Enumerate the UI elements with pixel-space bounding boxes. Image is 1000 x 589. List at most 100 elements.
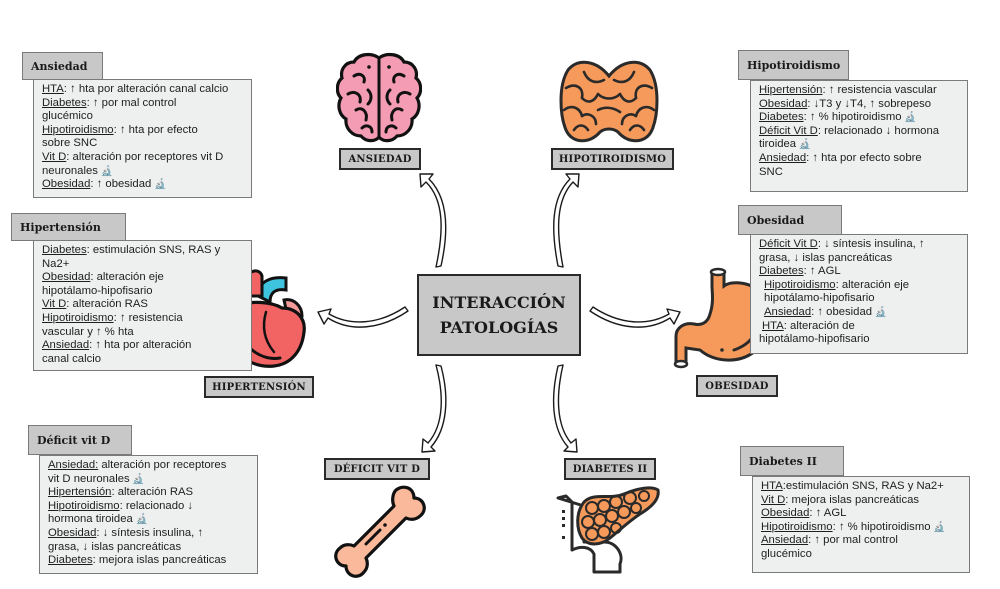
panel-line-text: : alteración por receptores vit D — [66, 150, 224, 163]
panel-line-text: grasa, ↓ islas pancreáticas — [48, 540, 182, 553]
panel-line-text: : ↑ por mal control — [808, 534, 898, 547]
panel-line-text: : ↑ AGL — [803, 265, 841, 278]
microscope-icon: 🔬 — [901, 112, 917, 124]
panel-line-text: : relacionado ↓ — [119, 499, 194, 512]
panel-line-text: : alteración de — [783, 319, 855, 332]
panel-line: HTA: alteración de — [759, 320, 961, 334]
panel-line-text: : ↑ obesidad — [811, 305, 873, 318]
panel-line-key: Diabetes — [759, 111, 804, 124]
label-diabetes-ii: DIABETES II — [564, 458, 656, 480]
panel-line-text: neuronales — [42, 164, 98, 177]
bone-icon — [334, 485, 426, 578]
panel-line-key: Diabetes — [42, 244, 87, 256]
panel-line-text: alteración por receptores — [98, 459, 227, 471]
thyroid-icon — [559, 60, 659, 143]
panel-line-text: : mejora islas pancreáticas — [92, 554, 227, 567]
panel-line: SNC — [759, 166, 961, 180]
panel-line-key: Vit D — [42, 298, 67, 311]
panel-line-key: Ansiedad — [42, 339, 90, 352]
panel-diabetes-title-text: Diabetes II — [749, 454, 817, 468]
panel-line-text: hipotálamo-hipofisario — [42, 284, 153, 297]
panel-line-key: Hipotiroidismo — [48, 499, 120, 512]
panel-line: Hipotiroidismo: relacionado ↓ — [48, 500, 251, 514]
panel-line-key: Hipotiroidismo — [42, 123, 114, 136]
microscope-icon: 🔬 — [930, 521, 946, 533]
panel-line: Hipotiroidismo: alteración eje — [759, 279, 961, 293]
label-obesidad-text: OBESIDAD — [705, 380, 769, 392]
label-ansiedad: ANSIEDAD — [339, 148, 421, 170]
panel-line: Diabetes: ↑ % hipotiroidismo 🔬 — [759, 111, 961, 125]
panel-line: grasa, ↓ islas pancreáticas — [759, 252, 961, 266]
panel-line-key: Diabetes — [42, 96, 87, 109]
panel-line-key: Vit D — [42, 150, 67, 163]
panel-line-key: Diabetes — [48, 554, 93, 567]
arrow-to-hipertension — [317, 306, 409, 328]
central-topic: INTERACCIÓN PATOLOGÍAS — [417, 274, 581, 356]
panel-hipertension-title-text: Hipertensión — [20, 220, 101, 234]
panel-line-key: Ansiedad — [759, 151, 807, 164]
panel-line: Hipotiroidismo: ↑ resistencia — [42, 312, 245, 326]
panel-line-key: Ansiedad: — [48, 459, 99, 471]
panel-line-text: vascular y ↑ % hta — [42, 325, 134, 338]
label-hipotiroidismo: HIPOTIROIDISMO — [551, 148, 674, 170]
panel-line: Obesidad: ↑ AGL — [761, 507, 963, 521]
panel-line-key: Ansiedad — [764, 305, 812, 318]
panel-line-key: Hipertensión — [759, 84, 823, 96]
panel-line: glucémico — [761, 548, 963, 562]
panel-line-text: : alteración RAS — [111, 486, 194, 499]
panel-line-text: hormona tiroidea — [48, 513, 133, 526]
panel-line-key: Hipotiroidismo — [764, 278, 836, 291]
panel-line: sobre SNC — [42, 137, 245, 151]
central-topic-line1: INTERACCIÓN — [432, 293, 566, 312]
panel-line-text: : ↓T3 y ↓T4, ↑ sobrepeso — [807, 97, 932, 110]
panel-line-text: hipotálamo-hipofisario — [759, 333, 870, 346]
panel-line-text: :estimulación SNS, RAS y Na2+ — [782, 480, 944, 492]
panel-line-key: Déficit Vit D — [759, 238, 818, 250]
panel-line-key: Hipotiroidismo — [761, 520, 833, 533]
panel-line: canal calcio — [42, 353, 245, 367]
panel-line: Ansiedad: ↑ por mal control — [761, 534, 963, 548]
panel-line-text: : ↓ síntesis insulina, ↑ — [96, 526, 204, 539]
panel-line: Déficit Vit D: relacionado ↓ hormona — [759, 125, 961, 139]
label-hipertension-text: HIPERTENSIÓN — [212, 381, 306, 393]
arrow-to-deficit — [421, 364, 447, 453]
microscope-icon: 🔬 — [129, 473, 145, 485]
panel-line: hipotálamo-hipofisario — [759, 333, 961, 347]
panel-ansiedad-title-text: Ansiedad — [31, 59, 88, 73]
panel-line-key: Obesidad — [761, 507, 810, 520]
arrow-to-hipotiroidismo — [553, 173, 580, 268]
panel-line-key: Vit D — [761, 493, 786, 506]
panel-line: neuronales 🔬 — [42, 165, 245, 179]
panel-line-key: Hipertensión — [48, 486, 112, 499]
panel-line-key: Diabetes — [759, 265, 804, 278]
panel-line: Na2+ — [42, 258, 245, 272]
panel-line: Diabetes: ↑ AGL — [759, 265, 961, 279]
label-hipotiroidismo-text: HIPOTIROIDISMO — [558, 153, 667, 165]
panel-line-text: : alteración eje — [90, 271, 164, 284]
panel-line-text: : ↓ síntesis insulina, ↑ — [817, 238, 925, 250]
panel-line: Hipertensión: alteración RAS — [48, 486, 251, 500]
label-diabetes-text: DIABETES II — [572, 463, 648, 475]
microscope-icon: 🔬 — [872, 306, 888, 318]
panel-line-text: glucémico — [761, 547, 812, 560]
panel-line: Vit D: alteración por receptores vit D — [42, 151, 245, 165]
label-deficit-vit-d: DÉFICIT VIT D — [324, 458, 430, 480]
panel-line-text: : ↑ hta por efecto sobre — [806, 151, 922, 164]
panel-ansiedad-title: Ansiedad — [22, 52, 103, 80]
arrow-to-obesidad — [589, 306, 681, 328]
panel-diabetes-body: HTA:estimulación SNS, RAS y Na2+Vit D: m… — [752, 476, 970, 573]
panel-line-text: Na2+ — [42, 257, 70, 270]
panel-line-text: : mejora islas pancreáticas — [785, 493, 920, 506]
panel-line: Hipertensión: ↑ resistencia vascular — [759, 84, 961, 98]
panel-line-text: : ↑ AGL — [809, 507, 847, 520]
panel-line: grasa, ↓ islas pancreáticas — [48, 541, 251, 555]
panel-line: Ansiedad: ↑ hta por efecto sobre — [759, 152, 961, 166]
panel-diabetes-title: Diabetes II — [740, 446, 844, 476]
panel-line: Diabetes: mejora islas pancreáticas — [48, 554, 251, 568]
panel-line-text: : relacionado ↓ hormona — [817, 124, 940, 137]
panel-line: Ansiedad: ↑ hta por alteración — [42, 339, 245, 353]
panel-line-text: : ↑ hta por efecto — [113, 123, 198, 136]
panel-line-text: : alteración eje — [835, 278, 910, 291]
panel-line: Déficit Vit D: ↓ síntesis insulina, ↑ — [759, 238, 961, 252]
